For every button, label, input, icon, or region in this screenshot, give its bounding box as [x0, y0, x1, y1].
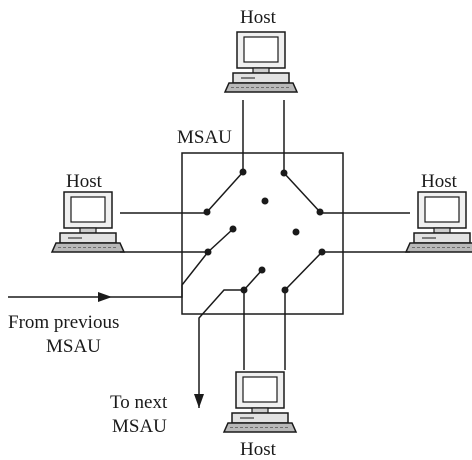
host-left-computer-icon — [51, 191, 125, 253]
arrow-down-icon — [194, 394, 204, 408]
host-bottom-label: Host — [240, 439, 277, 460]
msau-box — [181, 152, 344, 315]
msau-label: MSAU — [177, 127, 232, 148]
to-next-label-line1: To next — [110, 392, 168, 413]
arrow-right-icon — [98, 292, 112, 302]
from-previous-label-line2: MSAU — [46, 336, 101, 357]
left-lobe-wires — [120, 212, 234, 253]
right-lobe-wires — [284, 212, 410, 291]
from-previous-label-line1: From previous — [8, 312, 119, 333]
to-next-label-line2: MSAU — [112, 416, 167, 437]
host-right-computer-icon — [405, 191, 472, 253]
host-left-label: Host — [66, 171, 103, 192]
host-top-computer-icon — [224, 31, 298, 93]
top-lobe-wires — [206, 100, 321, 213]
host-right-label: Host — [421, 171, 458, 192]
host-top-label: Host — [240, 7, 277, 28]
bottom-lobe-wires — [243, 269, 286, 370]
host-bottom-computer-icon — [223, 371, 297, 433]
switch-nodes — [203, 168, 326, 294]
from-previous-msau-line — [8, 251, 209, 302]
to-next-msau-line — [194, 289, 244, 408]
